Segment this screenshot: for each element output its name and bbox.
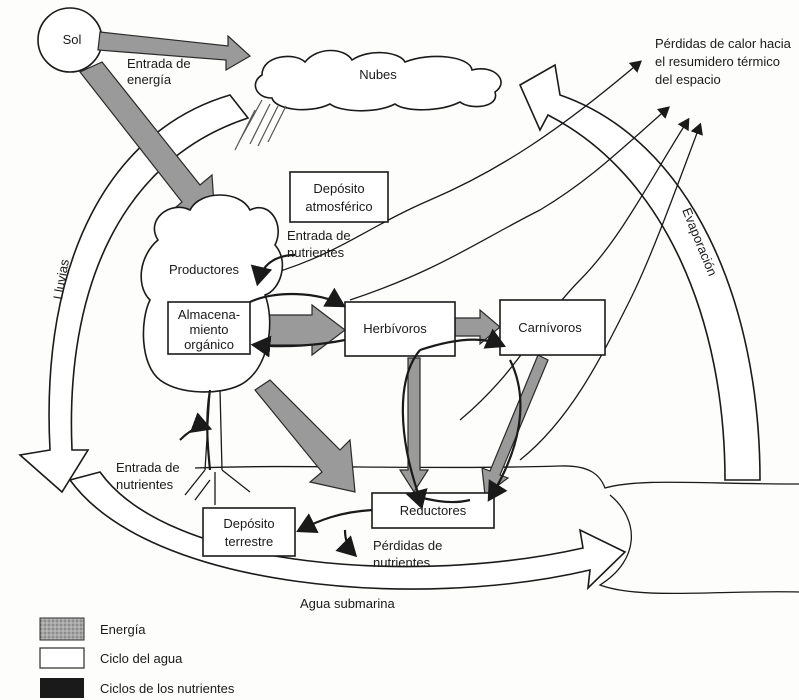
atmospheric-pool-label-1: Depósito — [313, 181, 364, 196]
clouds-shape — [254, 49, 502, 112]
legend-swatch-energy — [39, 617, 85, 641]
nutrient-input-top-label-1: Entrada de — [287, 228, 351, 243]
producers-label: Productores — [169, 262, 240, 277]
rain-streaks — [234, 99, 287, 151]
energy-arrow-to-clouds — [97, 31, 252, 72]
terrestrial-pool-label-1: Depósito — [223, 516, 274, 531]
legend-label-energy: Energía — [100, 622, 146, 637]
terrestrial-pool-box — [202, 507, 296, 557]
terrestrial-pool-label-2: terrestre — [225, 534, 273, 549]
heat-loss-arrows — [239, 60, 703, 461]
nutrient-loss-label-1: Pérdidas de — [373, 538, 442, 553]
rain-label: Lluvias — [50, 258, 72, 301]
nutrient-loss-label-2: nutrientes — [373, 555, 431, 570]
heat-loss-label-2: el resumidero térmico — [655, 54, 780, 69]
legend-label-nutrient: Ciclos de los nutrientes — [100, 681, 235, 696]
water-body — [598, 494, 799, 595]
legend: Energía Ciclo del agua Ciclos de los nut… — [39, 617, 235, 698]
legend-swatch-nutrient — [40, 678, 84, 698]
herbivores-box — [344, 301, 456, 357]
groundwater-label: Agua submarina — [300, 596, 395, 611]
nutrient-input-bottom-label-1: Entrada de — [116, 460, 180, 475]
clouds-label: Nubes — [359, 67, 397, 82]
atmospheric-pool-label-2: atmosférico — [305, 199, 372, 214]
sun-label: Sol — [63, 32, 82, 47]
carnivores-box — [499, 299, 606, 356]
ground-line — [194, 465, 799, 489]
nutrient-cycle-arrows — [179, 253, 522, 558]
nutrient-input-top-label-2: nutrientes — [287, 245, 345, 260]
organic-storage-box — [167, 301, 251, 355]
atmospheric-pool-box — [289, 171, 389, 223]
organic-storage-label-3: orgánico — [184, 337, 234, 352]
evaporation-arrow — [518, 63, 761, 481]
heat-loss-label-3: del espacio — [655, 72, 721, 87]
energy-arrow-carnivores-to-reducers — [481, 354, 549, 497]
energy-arrow-herbivores-to-reducers — [398, 357, 430, 494]
herbivores-label: Herbívoros — [363, 321, 427, 336]
heat-loss-label-1: Pérdidas de calor hacia — [655, 36, 792, 51]
energy-input-label-1: Entrada de — [127, 56, 191, 71]
energy-input-label-2: energía — [127, 72, 172, 87]
reducers-box — [371, 492, 495, 529]
organic-storage-label-2: miento — [189, 322, 228, 337]
legend-swatch-water — [39, 647, 85, 669]
rain-arrow — [18, 94, 250, 494]
nutrient-input-bottom-label-2: nutrientes — [116, 477, 174, 492]
organic-storage-label-1: Almacena- — [178, 307, 240, 322]
legend-label-water: Ciclo del agua — [100, 651, 183, 666]
carnivores-label: Carnívoros — [518, 320, 582, 335]
reducers-label: Reductores — [400, 503, 467, 518]
energy-arrow-to-reducers — [254, 379, 356, 493]
